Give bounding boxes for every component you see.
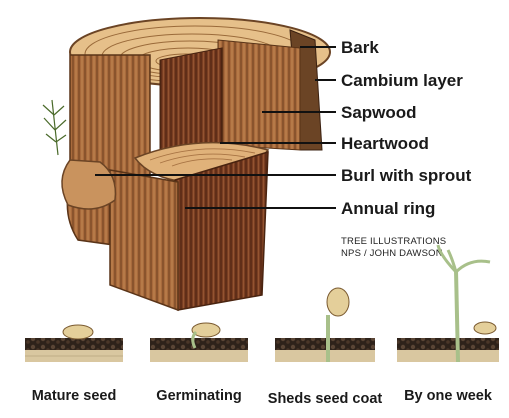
stage-germinating xyxy=(150,323,248,362)
caption-mature-seed: Mature seed xyxy=(32,388,117,404)
stage-mature-seed xyxy=(25,325,123,362)
burl-block xyxy=(110,170,178,310)
stem-icon xyxy=(456,270,458,362)
label-bark: Bark xyxy=(341,38,379,57)
burl-sprout xyxy=(43,100,66,155)
seed-icon xyxy=(192,323,220,337)
caption-germinating: Germinating xyxy=(156,388,241,404)
stage-by-one-week xyxy=(397,245,499,362)
label-cambium-layer: Cambium layer xyxy=(341,71,463,90)
caption-sheds-seed-coat: Sheds seed coat xyxy=(268,391,383,407)
credit-line-2: NPS / JOHN DAWSON xyxy=(341,248,443,259)
label-heartwood: Heartwood xyxy=(341,134,429,153)
stage-sheds-seed-coat xyxy=(275,288,375,362)
caption-by-one-week: By one week xyxy=(404,388,493,404)
tree-stump-illustration xyxy=(43,18,330,310)
discarded-seed-coat-icon xyxy=(474,322,496,334)
label-sapwood: Sapwood xyxy=(341,103,417,122)
label-annual-ring: Annual ring xyxy=(341,199,435,218)
sapwood-block xyxy=(218,40,300,150)
seed-icon xyxy=(63,325,93,339)
label-burl-with-sprout: Burl with sprout xyxy=(341,166,472,185)
seed-coat-icon xyxy=(327,288,349,316)
credit-line-1: TREE ILLUSTRATIONS xyxy=(341,236,446,247)
leaves-icon xyxy=(438,245,490,272)
